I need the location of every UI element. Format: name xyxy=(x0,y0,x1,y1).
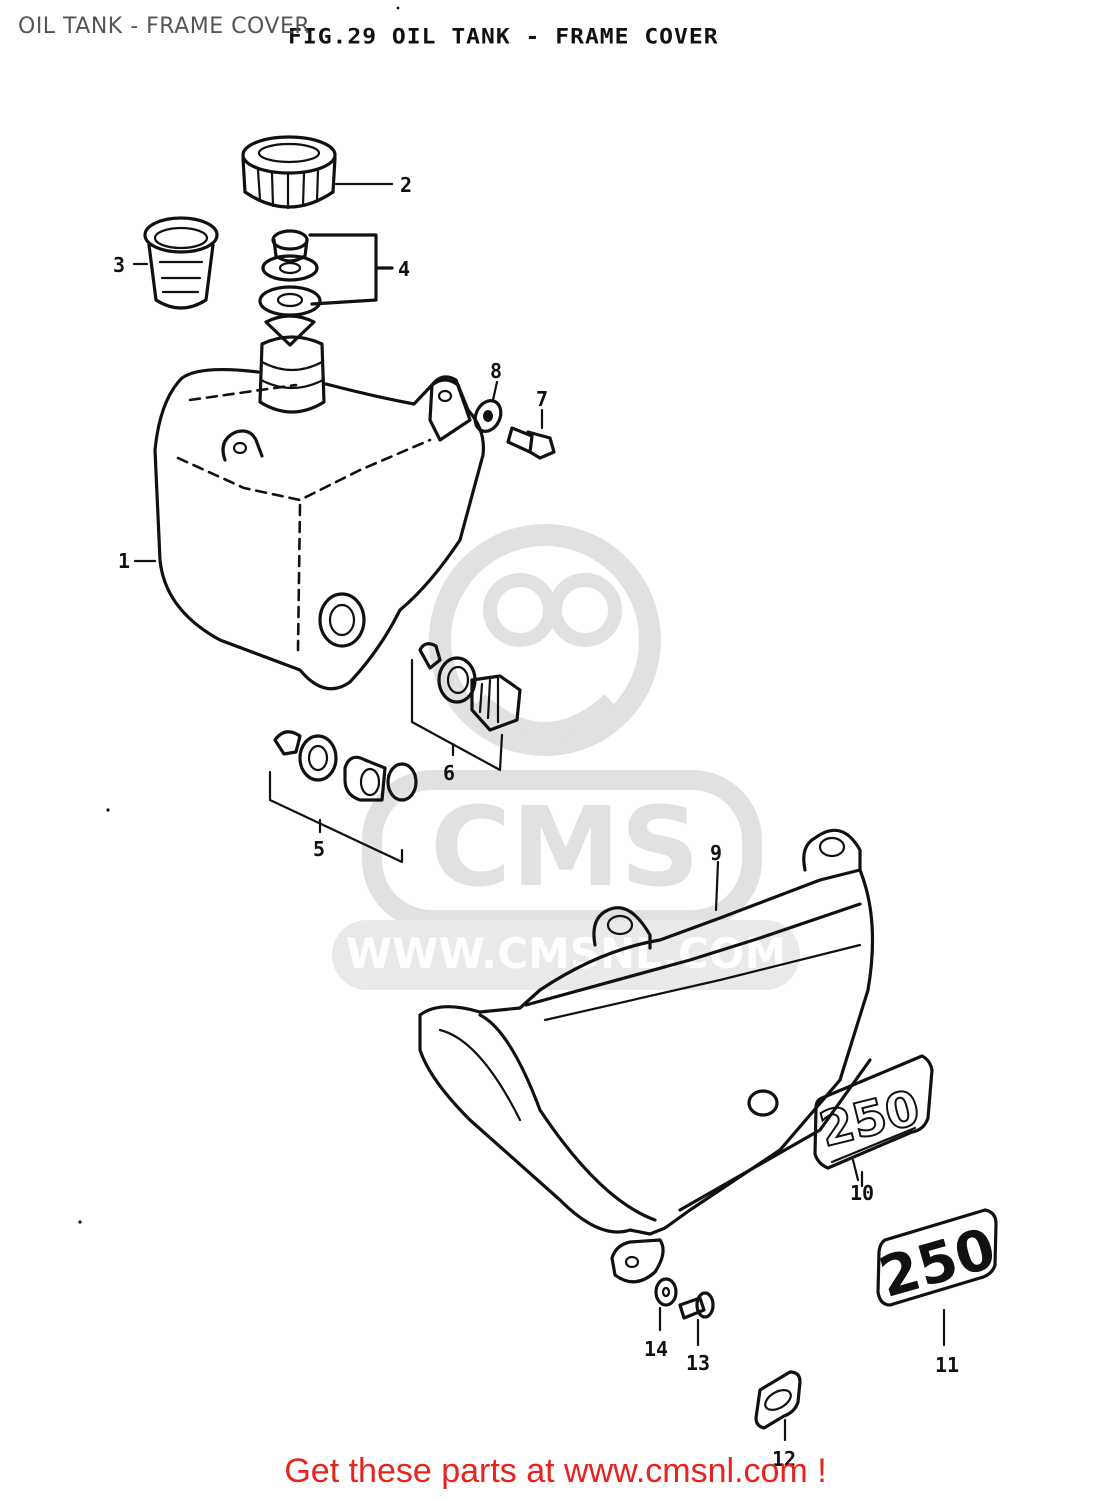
callout-10: 10 xyxy=(850,1181,874,1205)
watermark-url: WWW.CMSNL.COM xyxy=(346,929,787,978)
callout-3: 3 xyxy=(113,253,125,277)
callout-9: 9 xyxy=(710,841,722,865)
callout-11: 11 xyxy=(935,1353,959,1377)
watermark-brand: CMS xyxy=(430,783,699,911)
callout-2: 2 xyxy=(400,173,412,197)
oil-tank-body xyxy=(153,335,486,691)
washer-8 xyxy=(473,380,503,433)
strainer xyxy=(143,216,219,310)
callout-12: 12 xyxy=(772,1447,796,1471)
emblem-10: 250 xyxy=(813,1054,934,1188)
callout-8: 8 xyxy=(490,359,502,383)
get-parts-link[interactable]: Get these parts at www.cmsnl.com ! xyxy=(284,1452,827,1490)
page-heading: OIL TANK - FRAME COVER xyxy=(18,14,311,39)
callout-1: 1 xyxy=(118,549,130,573)
callout-14: 14 xyxy=(644,1337,668,1361)
fitting-set xyxy=(268,730,418,864)
badge-12 xyxy=(754,1370,802,1442)
figure-title: FIG.29 OIL TANK - FRAME COVER xyxy=(288,25,719,49)
screw-13 xyxy=(678,1291,715,1347)
callout-6: 6 xyxy=(443,761,455,785)
valve-set xyxy=(258,229,394,347)
emblem-11-text: 250 xyxy=(872,1216,1002,1311)
washer-14 xyxy=(654,1277,678,1332)
bolt-7 xyxy=(506,408,556,460)
emblem-11: 250 xyxy=(872,1208,1003,1347)
leader-10 xyxy=(851,1158,860,1182)
callout-5: 5 xyxy=(313,837,325,861)
drain-bolt-set xyxy=(410,642,522,772)
oil-tank-cap xyxy=(241,135,337,210)
callout-7: 7 xyxy=(536,387,548,411)
callout-13: 13 xyxy=(686,1351,710,1375)
callout-4: 4 xyxy=(398,257,410,281)
